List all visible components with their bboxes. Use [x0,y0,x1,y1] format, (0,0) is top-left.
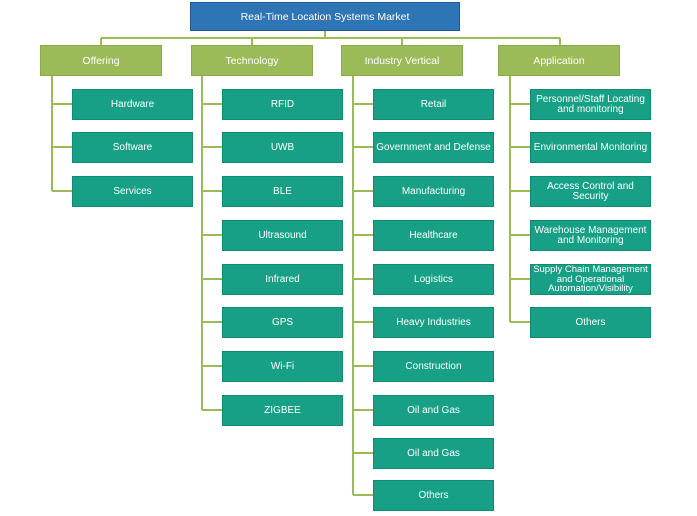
category-offering: Offering [40,45,162,76]
leaf-heavy-industries: Heavy Industries [373,307,494,338]
leaf-ultrasound: Ultrasound [222,220,343,251]
leaf-wifi: Wi-Fi [222,351,343,382]
leaf-uwb: UWB [222,132,343,163]
leaf-rfid: RFID [222,89,343,120]
leaf-construction: Construction [373,351,494,382]
leaf-retail: Retail [373,89,494,120]
leaf-healthcare: Healthcare [373,220,494,251]
leaf-warehouse-management: Warehouse Management and Monitoring [530,220,651,251]
leaf-personnel-locating: Personnel/Staff Locating and monitoring [530,89,651,120]
spine-application [509,76,530,323]
spine-technology [201,76,222,411]
category-technology: Technology [191,45,313,76]
leaf-zigbee: ZIGBEE [222,395,343,426]
leaf-manufacturing: Manufacturing [373,176,494,207]
root-node: Real-Time Location Systems Market [190,2,460,31]
leaf-logistics: Logistics [373,264,494,295]
leaf-oil-and-gas-1: Oil and Gas [373,395,494,426]
leaf-ble: BLE [222,176,343,207]
leaf-environmental-monitoring: Environmental Monitoring [530,132,651,163]
leaf-others-application: Others [530,307,651,338]
leaf-services: Services [72,176,193,207]
leaf-access-control: Access Control and Security [530,176,651,207]
leaf-gps: GPS [222,307,343,338]
spine-offering [51,76,72,192]
category-industry-vertical: Industry Vertical [341,45,463,76]
leaf-others-industry: Others [373,480,494,511]
leaf-hardware: Hardware [72,89,193,120]
leaf-oil-and-gas-2: Oil and Gas [373,438,494,469]
spine-industry [352,76,373,496]
leaf-government-defense: Government and Defense [373,132,494,163]
category-application: Application [498,45,620,76]
leaf-software: Software [72,132,193,163]
leaf-supply-chain: Supply Chain Management and Operational … [530,264,651,295]
leaf-infrared: Infrared [222,264,343,295]
